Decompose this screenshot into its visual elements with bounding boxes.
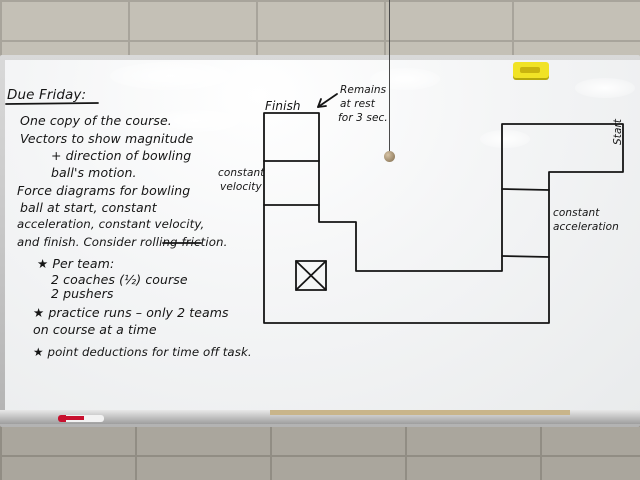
note-line: ball at start, constant — [20, 200, 157, 215]
note-line: 2 pushers — [51, 286, 114, 301]
lower-wall — [0, 425, 640, 480]
whiteboard-surface — [5, 60, 640, 415]
start-label: Start — [612, 118, 624, 145]
light-glare — [370, 68, 440, 90]
acceleration-note-line: constant — [553, 207, 600, 219]
tray-wood-strip — [270, 410, 570, 415]
note-line: ★ practice runs – only 2 teams — [33, 305, 229, 320]
arrow-to-finish — [317, 93, 338, 108]
note-line: + direction of bowling — [51, 148, 192, 163]
accel-divider-2 — [501, 255, 550, 258]
accel-divider-1 — [501, 188, 550, 191]
velocity-note-line: constant — [218, 167, 265, 179]
course-outline — [263, 112, 624, 324]
note-line: Vectors to show magnitude — [20, 131, 194, 146]
note-line: ball's motion. — [51, 165, 137, 180]
note-line: 2 coaches (½) course — [51, 272, 188, 287]
crossed-box — [295, 260, 327, 291]
light-glare — [110, 62, 230, 90]
hanging-ball — [384, 151, 395, 162]
acceleration-note-line: acceleration — [553, 221, 619, 233]
note-line: One copy of the course. — [20, 113, 172, 128]
heading-due-friday: Due Friday: — [7, 87, 87, 103]
marker-label — [66, 416, 84, 420]
light-glare — [575, 78, 635, 98]
note-line: on course at a time — [33, 322, 157, 337]
light-glare — [150, 110, 240, 132]
rest-note-line: for 3 sec. — [338, 112, 388, 124]
finish-label: Finish — [265, 99, 301, 113]
note-line: acceleration, constant velocity, — [17, 217, 205, 231]
heading-underline — [5, 102, 99, 105]
light-glare — [480, 130, 530, 148]
note-line: ★ Per team: — [37, 256, 115, 271]
note-line: and finish. Consider rolling friction. — [17, 235, 228, 249]
velocity-note-line: velocity — [220, 181, 262, 193]
hanging-string — [389, 0, 390, 152]
note-line: Force diagrams for bowling — [17, 183, 191, 198]
eraser-label — [520, 67, 540, 73]
rest-note-line: Remains — [340, 84, 387, 96]
rest-note-line: at rest — [340, 98, 375, 110]
note-line: ★ point deductions for time off task. — [33, 345, 252, 359]
